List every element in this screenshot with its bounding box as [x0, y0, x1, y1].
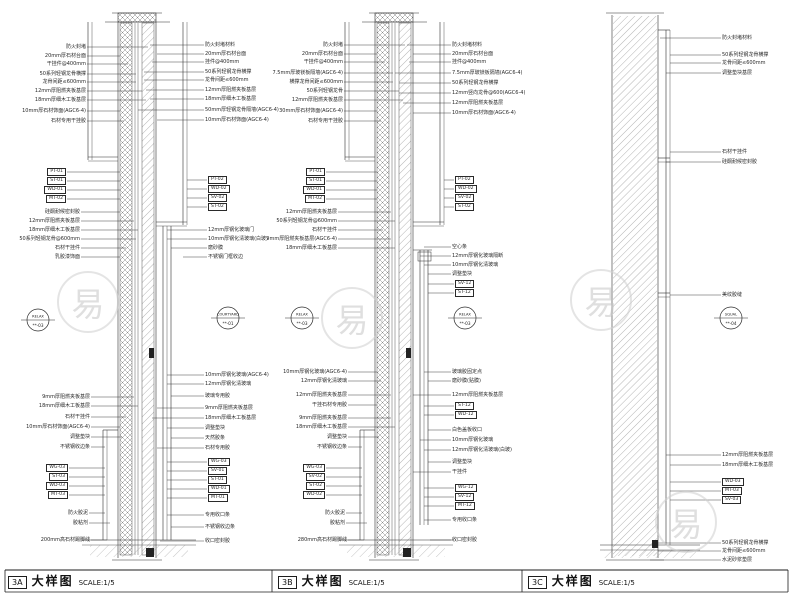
wall-section-3a [82, 12, 196, 561]
title-block-3a: 3A 大样图 SCALE:1/5 [8, 572, 115, 590]
detail-scale: SCALE:1/5 [78, 579, 115, 587]
svg-text:**-04: **-04 [725, 321, 736, 326]
detail-name: 大样图 [31, 574, 74, 588]
title-block-3c: 3C 大样图 SCALE:1/5 [528, 572, 635, 590]
datum-tag: RELAX **-03 [21, 308, 55, 332]
svg-text:RELAX: RELAX [459, 313, 471, 317]
svg-text:RELAX: RELAX [296, 313, 308, 317]
detail-tag: 3A [8, 576, 27, 589]
svg-text:COURTYARD: COURTYARD [217, 313, 239, 317]
datum-tag: SQUAL **-04 [714, 306, 748, 330]
svg-text:**-03: **-03 [296, 321, 307, 326]
detail-name: 大样图 [301, 574, 344, 588]
detail-scale: SCALE:1/5 [348, 579, 385, 587]
datum-tag: COURTYARD **-01 [211, 306, 245, 330]
wall-section-3c [600, 12, 700, 561]
title-block-3b: 3B 大样图 SCALE:1/5 [278, 572, 385, 590]
svg-text:**-03: **-03 [32, 323, 43, 328]
wall-section-3b [339, 12, 453, 561]
datum-tag: RELAX **-03 [285, 306, 319, 330]
svg-text:**-03: **-03 [459, 321, 470, 326]
detail-scale: SCALE:1/5 [598, 579, 635, 587]
detail-tag: 3C [528, 576, 547, 589]
svg-text:**-01: **-01 [222, 321, 233, 326]
datum-tag: RELAX **-03 [448, 306, 482, 330]
svg-text:RELAX: RELAX [32, 315, 44, 319]
titlebar-rules [4, 569, 789, 593]
detail-name: 大样图 [551, 574, 594, 588]
svg-text:SQUAL: SQUAL [725, 313, 737, 317]
detail-tag: 3B [278, 576, 297, 589]
